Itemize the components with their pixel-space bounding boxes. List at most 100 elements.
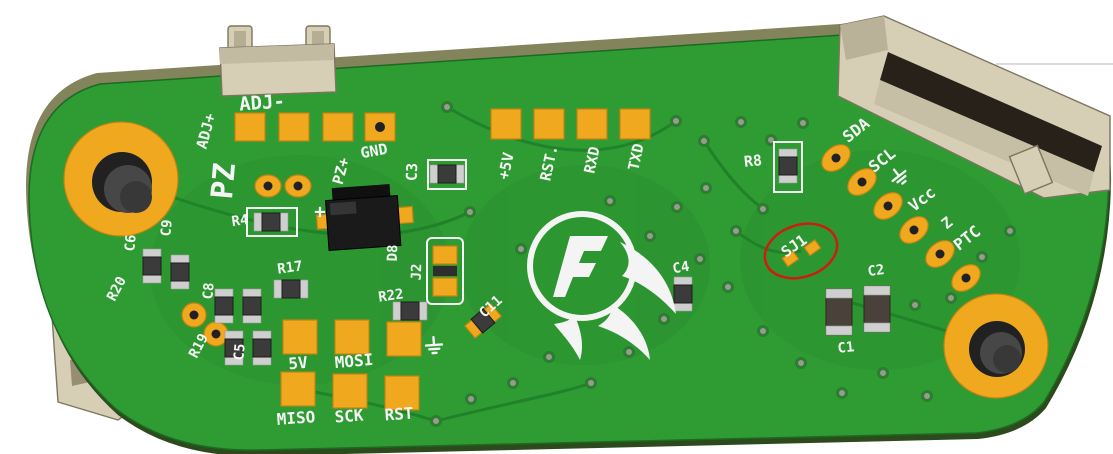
right-header-pads (821, 144, 981, 292)
silkscreen-outline-c3 (427, 159, 467, 190)
pad-isp-5v (282, 319, 318, 355)
cap-terminal (825, 325, 853, 336)
right-connector-latch (1008, 144, 1054, 195)
silkscreen-label-c3: C3 (403, 163, 422, 182)
via (694, 253, 706, 265)
via (757, 203, 769, 215)
copper-trace (435, 381, 592, 423)
copper-trace (446, 105, 677, 152)
silkscreen-label-5v: +5V (494, 151, 517, 181)
pad-isp-sck (332, 373, 368, 409)
via (945, 292, 957, 304)
cap-terminal (863, 285, 891, 296)
via (585, 377, 597, 389)
smd-resistor-r4 (253, 212, 289, 232)
silkscreen-label-r8: R8 (743, 151, 763, 171)
via (700, 182, 712, 194)
mounting-hole-right (943, 293, 1049, 399)
via (515, 243, 527, 255)
silkscreen-label-gnd: GND (359, 140, 389, 162)
pad-isp-mosi (334, 319, 370, 355)
silkscreen-outline-r8 (773, 141, 803, 193)
pad-j2 (432, 277, 458, 297)
via (430, 415, 442, 427)
pad-hole (935, 249, 945, 259)
silkscreen-label-isp-mosi: MOSI (334, 350, 374, 372)
via (604, 195, 616, 207)
via (623, 346, 635, 358)
smd-capacitor-c6 (142, 248, 162, 284)
pad-adj (234, 112, 266, 142)
via (735, 116, 747, 128)
silkscreen-label-rxd: RXD (580, 145, 603, 175)
via (465, 393, 477, 405)
silkscreen-outline-r4 (246, 207, 298, 237)
pad-isp-gnd (386, 321, 422, 357)
logo-flame (598, 304, 650, 360)
silkscreen-label-c1: C1 (837, 339, 855, 357)
smd-body (470, 308, 496, 334)
regulator-pad (397, 205, 414, 225)
via (722, 281, 734, 293)
pad-isp-rst (384, 375, 420, 411)
pad-sj1 (781, 250, 800, 268)
pad-rst (533, 108, 565, 140)
via (757, 325, 769, 337)
cap-terminal (863, 322, 891, 333)
silkscreen-outline-j2 (426, 237, 464, 305)
smd-capacitor-c3 (429, 164, 465, 184)
via (836, 387, 848, 399)
pad-adj (322, 112, 354, 142)
silkscreen-label-r17: R17 (276, 258, 303, 277)
pad-hole (857, 177, 867, 187)
regulator-highlight (329, 201, 357, 216)
silkscreen-label-adj-minus: ADJ- (238, 90, 285, 115)
pad-hole (961, 273, 971, 283)
via (976, 251, 988, 263)
pad-hole (293, 181, 303, 191)
top-connector-face (220, 44, 334, 64)
silkscreen-label-isp-5v: 5V (288, 353, 309, 374)
capacitor-c1 (825, 288, 853, 336)
silkscreen-label-isp-sck: SCK (334, 405, 365, 426)
silkscreen-label-c4: C4 (671, 259, 690, 278)
silkscreen-label-txd: TXD (624, 142, 647, 172)
copper-trace (297, 387, 437, 423)
smd-resistor-r17 (273, 279, 309, 299)
via (543, 351, 555, 363)
smd-capacitor-c8 (214, 288, 234, 324)
silkscreen-label-isp-miso: MISO (276, 407, 316, 429)
via (1004, 225, 1016, 237)
capacitor-c2 (863, 285, 891, 333)
via (698, 135, 710, 147)
pad-adj (278, 112, 310, 142)
via (909, 299, 921, 311)
via (730, 225, 742, 237)
screw-standoff (120, 181, 152, 213)
via (797, 117, 809, 129)
pad-sj1 (803, 239, 822, 257)
pad-hole (189, 310, 199, 320)
silkscreen-label-d8: D8 (385, 244, 402, 261)
right-connector (837, 15, 1111, 199)
right-connector-slot (880, 52, 1102, 172)
copper-trace (702, 140, 764, 211)
via (464, 206, 476, 218)
logo-letter-f (553, 236, 608, 297)
top-connector (219, 25, 337, 97)
voltage-regulator (315, 184, 414, 251)
via (441, 101, 453, 113)
logo-flame (620, 242, 676, 314)
pad-hole (883, 201, 893, 211)
jumper-j2 (426, 237, 464, 305)
copper-pour-region (740, 150, 1020, 370)
screw-standoff (993, 345, 1021, 373)
silkscreen-label-c6: C6 (122, 234, 139, 252)
via (671, 201, 683, 213)
smd-resistor-r22 (392, 301, 428, 321)
components (142, 141, 891, 366)
pad-hole (909, 225, 919, 235)
mounting-hole-left (63, 121, 179, 237)
